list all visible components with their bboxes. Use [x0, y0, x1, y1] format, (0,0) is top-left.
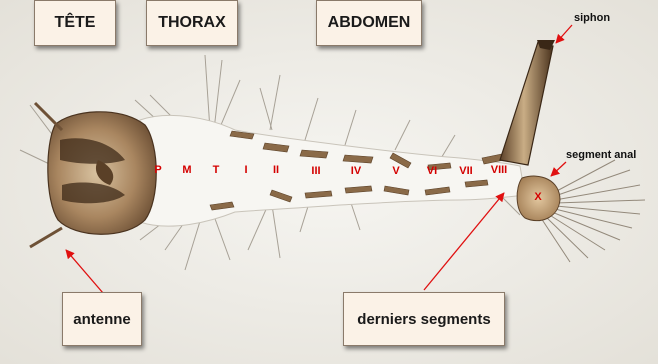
label-tete: TÊTE — [34, 0, 116, 46]
label-derniers-segments: derniers segments — [343, 292, 505, 346]
segment-letter-iii: III — [311, 165, 320, 177]
segment-letter-ii: II — [273, 164, 279, 176]
label-thorax: THORAX — [146, 0, 238, 46]
segment-letter-i: I — [244, 164, 247, 176]
callout-siphon: siphon — [574, 12, 610, 24]
segment-letter-iv: IV — [351, 165, 362, 177]
label-antenne: antenne — [62, 292, 142, 346]
segment-letter-viii: VIII — [491, 164, 508, 176]
segment-letter-v: V — [392, 165, 400, 177]
anal-segment-letter: X — [534, 191, 542, 203]
callout-segment-anal: segment anal — [566, 149, 636, 161]
segment-letter-t: T — [213, 164, 220, 176]
segment-letter-p: P — [154, 164, 161, 176]
segment-letter-vi: VI — [427, 165, 437, 177]
segment-letter-vii: VII — [459, 165, 472, 177]
segment-letter-m: M — [182, 164, 191, 176]
label-abdomen: ABDOMEN — [316, 0, 422, 46]
